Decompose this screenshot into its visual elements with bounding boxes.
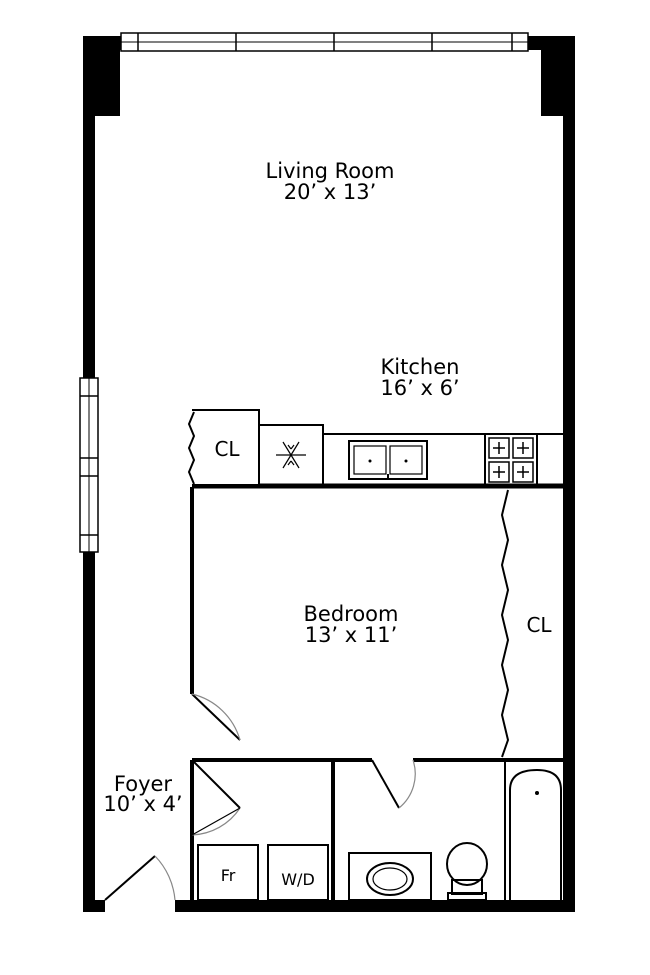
living-room-size: 20’ x 13’ — [284, 180, 377, 204]
living-room-name: Living Room — [266, 159, 395, 183]
toilet-icon — [446, 842, 488, 901]
bathroom-door — [371, 759, 400, 809]
foyer-size: 10’ x 4’ — [103, 792, 182, 816]
kitchen-size: 16’ x 6’ — [380, 376, 459, 400]
interior-walls — [187, 409, 563, 900]
washer-dryer-box — [267, 844, 329, 901]
left-window — [79, 377, 99, 553]
bedroom-name: Bedroom — [304, 602, 399, 626]
bedroom-size: 13’ x 11’ — [305, 623, 398, 647]
doors — [104, 693, 416, 901]
bedroom-door — [191, 693, 241, 741]
stove-icon — [484, 433, 538, 486]
kitchen-name: Kitchen — [381, 355, 460, 379]
sink-icon — [348, 440, 428, 480]
bathtub-icon — [509, 768, 562, 900]
fridge-label: Fr — [221, 866, 236, 885]
top-window — [120, 32, 529, 52]
vanity-sink-icon — [348, 852, 432, 901]
bedroom-closet-label: CL — [526, 613, 552, 637]
snowflake-icon — [276, 441, 306, 469]
entry-door — [104, 855, 156, 901]
kitchen-closet-label: CL — [214, 437, 240, 461]
washer-dryer-label: W/D — [281, 870, 315, 889]
exterior-walls — [83, 36, 575, 912]
fridge-cabinet — [258, 424, 324, 486]
fridge-box — [197, 844, 259, 901]
foyer-name: Foyer — [114, 772, 173, 796]
